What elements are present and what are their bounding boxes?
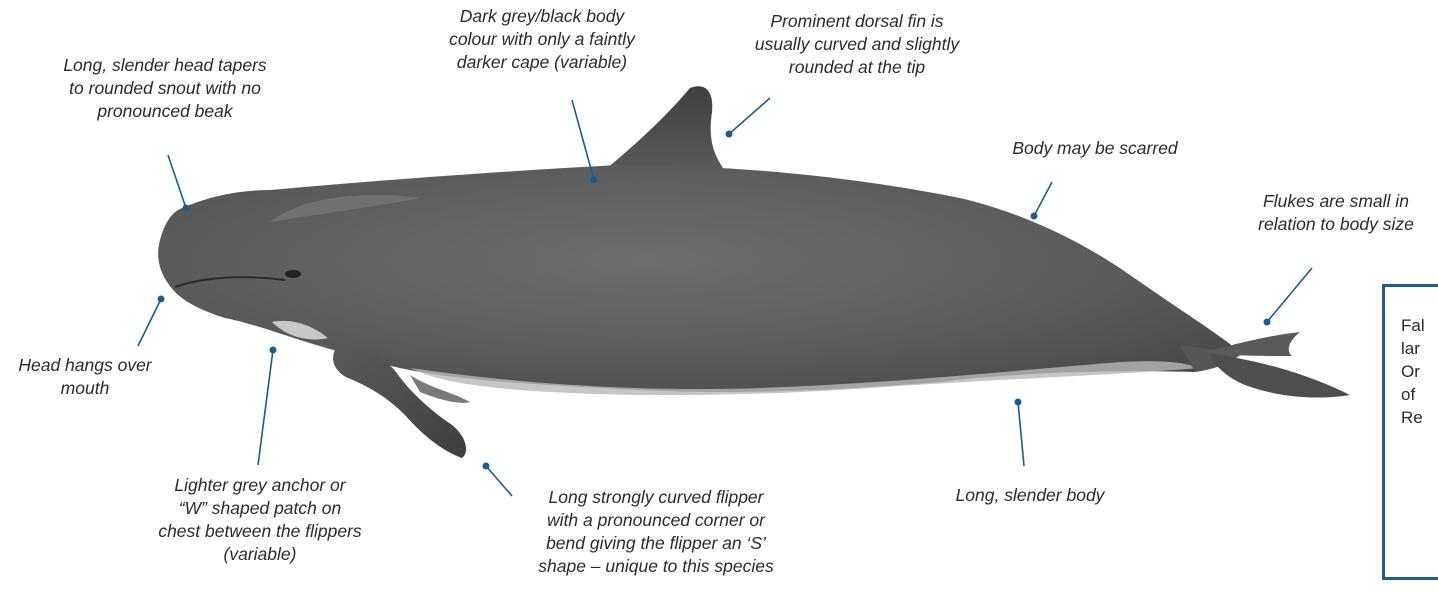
leader-head	[168, 155, 186, 208]
leader-mouth	[138, 299, 161, 346]
dot-chest	[270, 347, 277, 354]
leader-chest	[258, 350, 273, 465]
dot-dorsal	[726, 131, 733, 138]
leader-dorsal	[729, 98, 770, 134]
annotation-flipper: Long strongly curved flipper with a pron…	[506, 486, 806, 578]
annotation-head: Long, slender head tapers to rounded sno…	[30, 54, 300, 123]
whale-body	[158, 165, 1240, 392]
dot-scarred	[1031, 213, 1038, 220]
annotation-scarred: Body may be scarred	[990, 137, 1200, 160]
annotation-dorsal-fin: Prominent dorsal fin is usually curved a…	[722, 10, 992, 79]
dot-slender	[1015, 399, 1022, 406]
dot-flipper	[483, 463, 490, 470]
annotation-slender-body: Long, slender body	[955, 484, 1105, 507]
dot-flukes	[1264, 319, 1271, 326]
dot-head	[183, 205, 190, 212]
annotation-colour: Dark grey/black body colour with only a …	[420, 5, 664, 74]
info-box: Fal lar Or of Re	[1382, 284, 1438, 580]
dot-mouth	[158, 296, 165, 303]
annotation-chest-patch: Lighter grey anchor or “W” shaped patch …	[130, 474, 390, 566]
leader-scarred	[1034, 182, 1052, 216]
annotation-head-mouth: Head hangs over mouth	[10, 354, 160, 400]
fluke-lower	[1210, 354, 1350, 398]
leader-slender	[1018, 402, 1024, 466]
eye	[285, 270, 301, 278]
leader-flukes	[1267, 268, 1312, 322]
info-box-text: Fal lar Or of Re	[1401, 314, 1438, 429]
dot-colour	[591, 177, 598, 184]
annotation-flukes: Flukes are small in relation to body siz…	[1236, 190, 1436, 236]
